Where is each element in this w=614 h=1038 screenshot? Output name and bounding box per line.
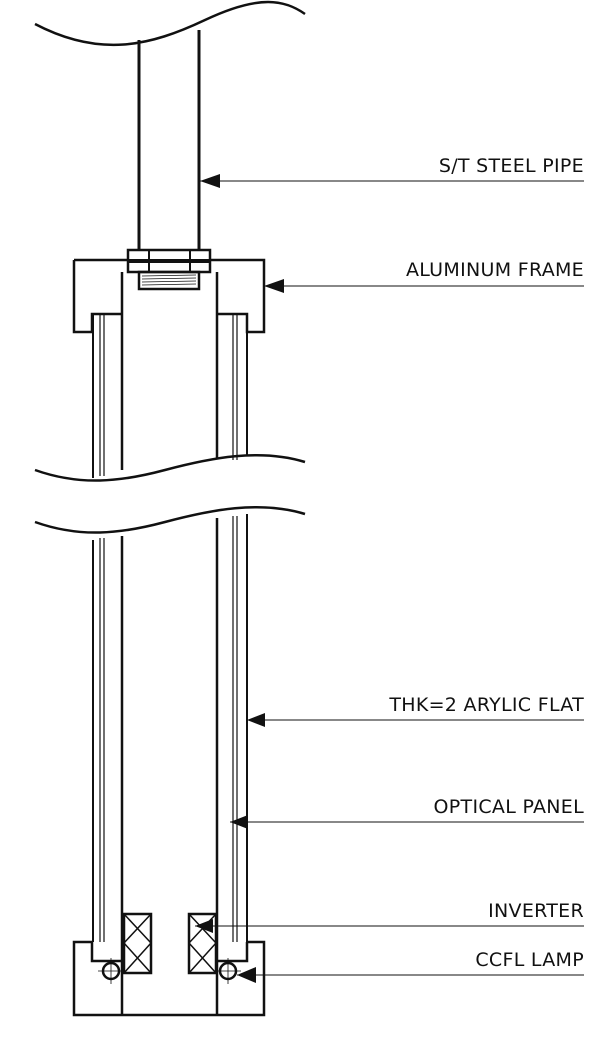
label-steel-pipe: S/T STEEL PIPE bbox=[438, 155, 584, 177]
label-inverter: INVERTER bbox=[488, 900, 584, 922]
label-aluminum-frame: ALUMINUM FRAME bbox=[405, 259, 584, 281]
aluminum-frame-bottom bbox=[72, 940, 266, 1017]
inverter-left bbox=[122, 912, 153, 975]
arrowheads bbox=[195, 174, 284, 983]
break-line-lower bbox=[34, 505, 306, 534]
label-acrylic-flat: THK=2 ARYLIC FLAT bbox=[389, 694, 584, 716]
aluminum-frame-top bbox=[72, 258, 266, 470]
ccfl-lamp-left bbox=[98, 958, 124, 984]
leader-lines bbox=[195, 180, 584, 976]
panels-lower bbox=[92, 514, 248, 1015]
ccfl-lamp-right bbox=[215, 958, 241, 984]
panels-upper bbox=[92, 313, 248, 478]
label-ccfl-lamp: CCFL LAMP bbox=[475, 949, 584, 971]
steel-pipe bbox=[34, 0, 306, 250]
label-optical-panel: OPTICAL PANEL bbox=[433, 796, 584, 818]
break-line-upper bbox=[34, 453, 306, 482]
pipe-nut bbox=[126, 248, 212, 291]
